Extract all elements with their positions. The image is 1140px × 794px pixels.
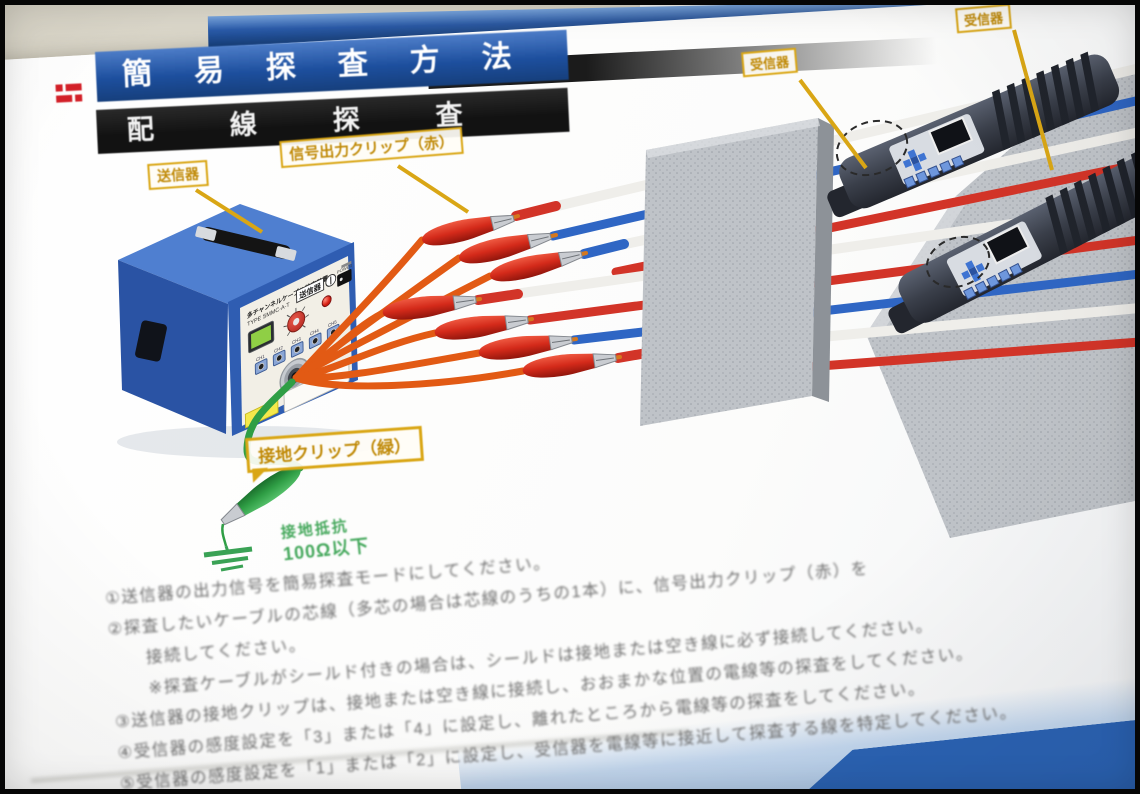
receiver-dpad-buttons — [961, 260, 985, 283]
cable-wall-left — [640, 118, 834, 426]
channel-label: CH1 — [256, 353, 265, 363]
device-handle — [201, 227, 291, 259]
callout-pointer-tail — [252, 467, 270, 483]
wall-top-highlight — [646, 118, 820, 158]
receiver-device-lower — [888, 150, 1140, 334]
pilot-lamp — [321, 295, 332, 308]
receiver-display — [928, 116, 974, 156]
green-alligator-clip — [220, 466, 301, 526]
transmitter-device: 多チャンネルケーブル特定装置 TYPE SMMC-A-T 送信器 POWER — [117, 204, 387, 458]
wall-face — [640, 118, 818, 426]
receiver-grip-ribs — [991, 51, 1100, 151]
receiver-indicator-row — [962, 262, 1023, 300]
orange-lead — [292, 367, 527, 390]
ground-wire — [221, 523, 228, 547]
device-top-face — [118, 204, 354, 304]
leader-signal-clip — [396, 164, 470, 214]
callout-ground-clip-text: 接地クリップ（緑） — [257, 436, 412, 467]
cable-core-blue — [579, 239, 629, 259]
callout-transmitter: 送信器 — [147, 159, 209, 191]
wall-side — [812, 118, 834, 402]
earth-ground-icon — [203, 545, 253, 572]
lcd-screen — [251, 324, 272, 350]
knob-cap — [293, 317, 300, 326]
leader-receiver-right — [1012, 29, 1054, 171]
receiver-grip-ribs — [1045, 150, 1140, 256]
channel-label: CH5 — [328, 319, 337, 329]
device-side-vent — [135, 320, 167, 362]
leader-receiver-left — [798, 78, 868, 170]
receiver-display — [984, 224, 1030, 265]
channel-label: CH4 — [310, 328, 319, 338]
device-left-face — [118, 260, 228, 434]
receiver-dpad-buttons — [902, 149, 927, 172]
orange-lead — [292, 349, 483, 382]
clamp-point-marker-lower — [925, 235, 991, 289]
knob-tick-marks — [283, 306, 309, 336]
callout-receiver-right: 受信器 — [955, 3, 1013, 34]
receiver-device-upper — [827, 51, 1120, 218]
callout-leader-lines — [194, 29, 1054, 234]
handle-end-cap — [275, 246, 297, 261]
leader-transmitter — [194, 188, 264, 234]
power-switch — [337, 269, 352, 287]
receiver-indicator-row — [903, 155, 965, 189]
channel-label: CH3 — [292, 336, 301, 346]
power-switch-pip — [339, 277, 343, 282]
panel-brand-logo — [341, 260, 352, 269]
cable-core-red — [511, 201, 561, 221]
signal-output-leads — [292, 236, 527, 390]
callout-receiver-left: 受信器 — [741, 47, 799, 78]
clamp-point-marker-upper — [835, 119, 909, 177]
channel-label: CH2 — [274, 345, 283, 355]
red-alligator-clip — [380, 288, 478, 324]
panel-mode-box — [296, 277, 325, 304]
handle-end-cap — [195, 226, 217, 241]
cable-core-red — [473, 289, 523, 305]
